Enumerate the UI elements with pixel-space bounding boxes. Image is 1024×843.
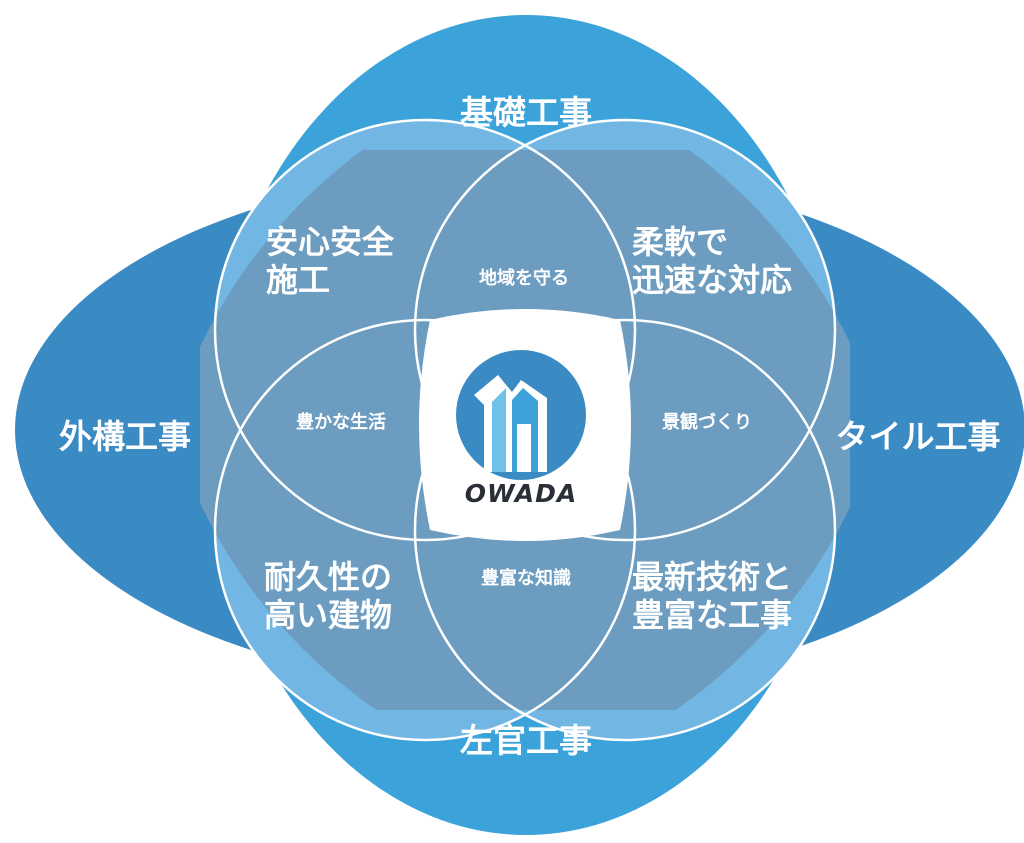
label-inner-left: 豊かな生活 (296, 411, 386, 433)
label-inner-right: 景観づくり (662, 411, 752, 433)
label-petal-top-right-2: 迅速な対応 (632, 261, 792, 299)
label-inner-bottom: 豊富な知識 (481, 567, 571, 589)
label-outer-right: タイル工事 (836, 417, 1001, 456)
logo-name: OWADA (465, 479, 577, 508)
label-petal-top-right-1: 柔軟で (632, 223, 728, 261)
label-petal-top-left-1: 安心安全 (266, 223, 395, 261)
label-petal-bottom-right-1: 最新技術と (632, 558, 792, 596)
label-petal-top-left-2: 施工 (266, 261, 330, 299)
label-outer-bottom: 左官工事 (460, 721, 592, 760)
outlines (213, 118, 837, 742)
label-inner-top: 地域を守る (479, 267, 569, 289)
label-petal-bottom-right-2: 豊富な工事 (632, 596, 792, 634)
label-petal-bottom-left-1: 耐久性の (264, 558, 392, 596)
label-outer-top: 基礎工事 (460, 93, 592, 132)
label-petal-bottom-left-2: 高い建物 (264, 596, 392, 634)
house-logo-icon (456, 350, 586, 480)
label-outer-left: 外構工事 (59, 417, 191, 456)
